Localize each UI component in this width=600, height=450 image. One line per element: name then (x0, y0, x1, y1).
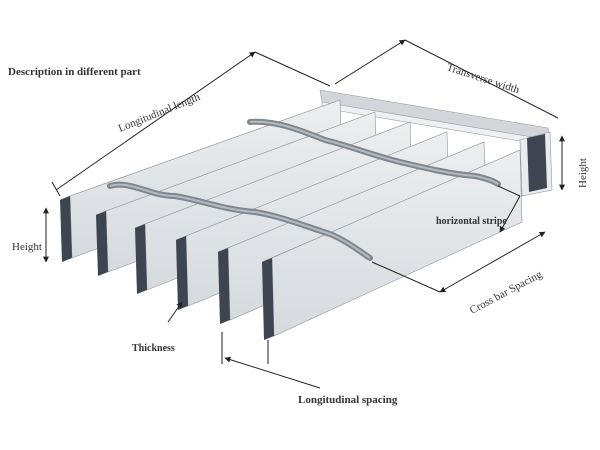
annotation-lines (43, 39, 565, 389)
cross-bar-spacing-label: Cross bar Spacing (468, 268, 545, 316)
horizontal-stripe-label: horizontal stripe (436, 216, 507, 227)
height-left-label: Height (12, 241, 42, 253)
longitudinal-length-label: Longitudinal length (117, 91, 203, 135)
twisted-cross-bars (107, 118, 501, 261)
bearing-bar (261, 149, 523, 340)
rear-frame-bar (319, 89, 551, 147)
height-right-label: Height (577, 158, 589, 188)
longitudinal-spacing-label: Longitudinal spacing (298, 394, 398, 406)
transverse-width-label: Transverse width (445, 61, 521, 96)
diagram-title: Description in different part (8, 66, 141, 78)
right-end-plate (519, 131, 553, 197)
thickness-label: Thickness (132, 343, 175, 354)
